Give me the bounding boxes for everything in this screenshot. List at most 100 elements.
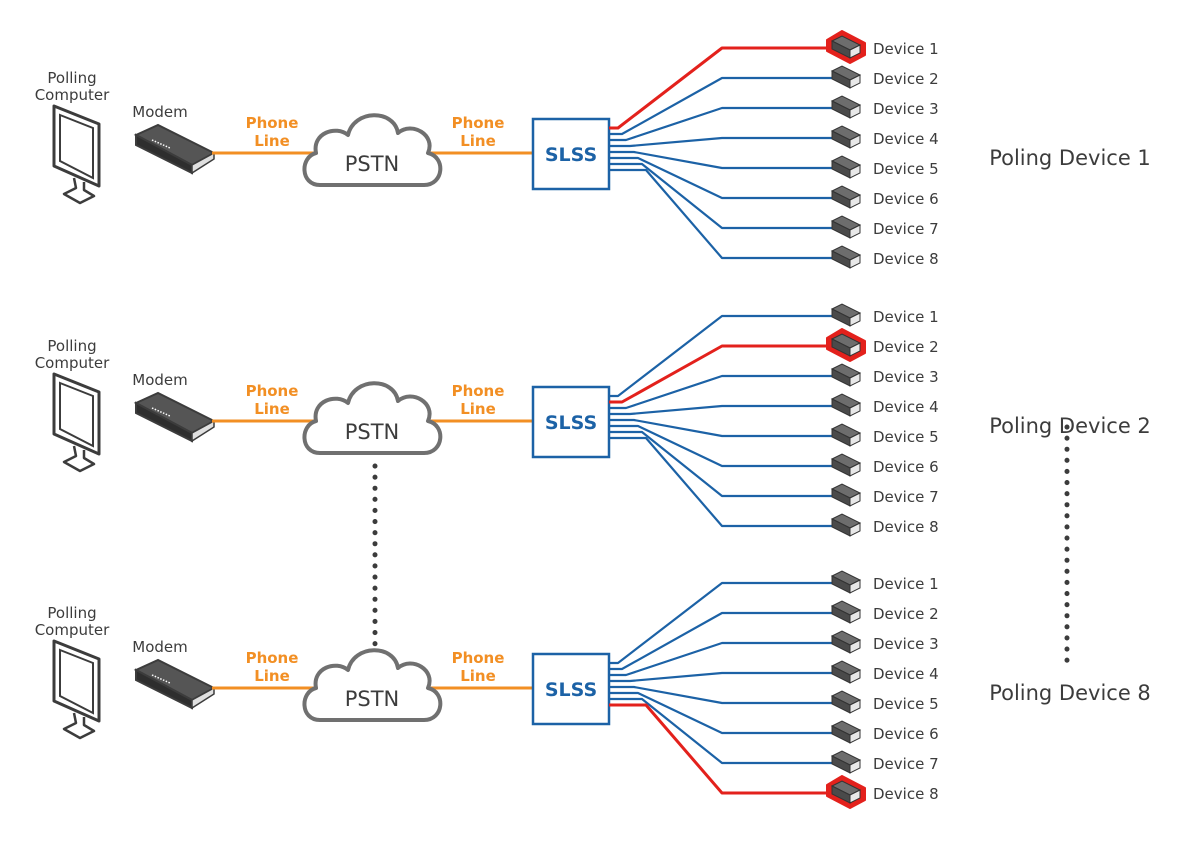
device-box-side [849, 372, 861, 387]
device-link [609, 671, 832, 683]
device-link [609, 611, 832, 671]
device-box-side [849, 134, 861, 149]
pstn-label: PSTN [345, 420, 400, 444]
phone-line-label: Phone [452, 382, 505, 400]
cloud-icon [302, 113, 443, 187]
phone-line-label: Line [254, 400, 290, 418]
device-box-side [849, 699, 861, 714]
phone-line-label: Line [460, 400, 496, 418]
device-label: Device 7 [873, 488, 939, 506]
device-link [609, 374, 832, 410]
modem-lights [151, 674, 171, 684]
device-box-side [849, 254, 861, 269]
device-box-side [849, 492, 861, 507]
modem-lights [151, 407, 171, 417]
polling-computer-label: Polling [47, 337, 96, 355]
device-link [609, 697, 832, 765]
slss-box [531, 652, 611, 726]
device-label: Device 1 [873, 575, 939, 593]
device-label: Device 5 [873, 695, 939, 713]
polling-computer-label: Polling [47, 604, 96, 622]
polling-computer-label: Polling [47, 69, 96, 87]
polling-computer-label: Computer [35, 86, 110, 104]
phone-line-label: Line [460, 667, 496, 685]
device-link [609, 691, 832, 735]
device-box-side [849, 342, 861, 357]
monitor-screen [59, 648, 94, 715]
monitor-screen [59, 381, 94, 448]
device-label: Device 6 [873, 190, 939, 208]
device-link [609, 150, 832, 170]
device-box-side [849, 312, 861, 327]
device-label: Device 3 [873, 368, 939, 386]
active-device-link [609, 703, 832, 795]
polling-computer-label: Computer [35, 354, 110, 372]
device-label: Device 1 [873, 40, 939, 58]
phone-line-label: Line [254, 132, 290, 150]
device-label: Device 1 [873, 308, 939, 326]
cloud-icon [302, 648, 443, 722]
row-3: PollingComputerModemPhoneLinePhoneLinePS… [35, 570, 1151, 809]
device-box-side [849, 44, 861, 59]
polling-device-label: Poling Device 2 [989, 414, 1151, 438]
device-link [609, 430, 832, 498]
modem-label: Modem [132, 103, 187, 121]
slss-label: SLSS [545, 412, 597, 434]
device-box-side [849, 432, 861, 447]
device-box-side [849, 729, 861, 744]
row-1: PollingComputerModemPhoneLinePhoneLinePS… [35, 30, 1151, 269]
phone-line-label: Phone [452, 649, 505, 667]
device-box-side [849, 194, 861, 209]
monitor-stand [62, 177, 96, 205]
device-box-side [849, 789, 861, 804]
device-box-side [849, 609, 861, 624]
slss-box [531, 385, 611, 459]
active-device-link [609, 344, 832, 404]
row-2: PollingComputerModemPhoneLinePhoneLinePS… [35, 303, 1151, 537]
device-box-side [849, 522, 861, 537]
device-label: Device 3 [873, 100, 939, 118]
device-label: Device 2 [873, 70, 939, 88]
device-link [609, 156, 832, 200]
device-label: Device 2 [873, 338, 939, 356]
active-device-link [609, 46, 832, 130]
modem-side [191, 151, 215, 175]
device-label: Device 7 [873, 755, 939, 773]
modem-label: Modem [132, 638, 187, 656]
device-label: Device 5 [873, 160, 939, 178]
device-link [609, 424, 832, 468]
monitor-stand [62, 712, 96, 740]
device-label: Device 3 [873, 635, 939, 653]
device-box-side [849, 74, 861, 89]
device-box-side [849, 402, 861, 417]
polling-device-label: Poling Device 1 [989, 146, 1151, 170]
modem-lights [151, 139, 171, 149]
phone-line-label: Phone [246, 649, 299, 667]
device-link [609, 136, 832, 148]
device-box-side [849, 579, 861, 594]
device-link [609, 685, 832, 705]
modem-side [191, 419, 215, 443]
phone-line-label: Phone [246, 114, 299, 132]
device-link [609, 162, 832, 230]
device-label: Device 4 [873, 398, 939, 416]
polling-device-label: Poling Device 8 [989, 681, 1151, 705]
pstn-label: PSTN [345, 152, 400, 176]
phone-line-label: Phone [246, 382, 299, 400]
device-link [609, 106, 832, 142]
device-label: Device 4 [873, 130, 939, 148]
slss-label: SLSS [545, 144, 597, 166]
device-link [609, 168, 832, 260]
device-label: Device 2 [873, 605, 939, 623]
device-label: Device 7 [873, 220, 939, 238]
device-label: Device 8 [873, 250, 939, 268]
device-link [609, 404, 832, 416]
slss-label: SLSS [545, 679, 597, 701]
modem-label: Modem [132, 371, 187, 389]
device-label: Device 5 [873, 428, 939, 446]
device-link [609, 76, 832, 136]
device-box-side [849, 639, 861, 654]
device-box-side [849, 104, 861, 119]
modem-side [191, 686, 215, 710]
